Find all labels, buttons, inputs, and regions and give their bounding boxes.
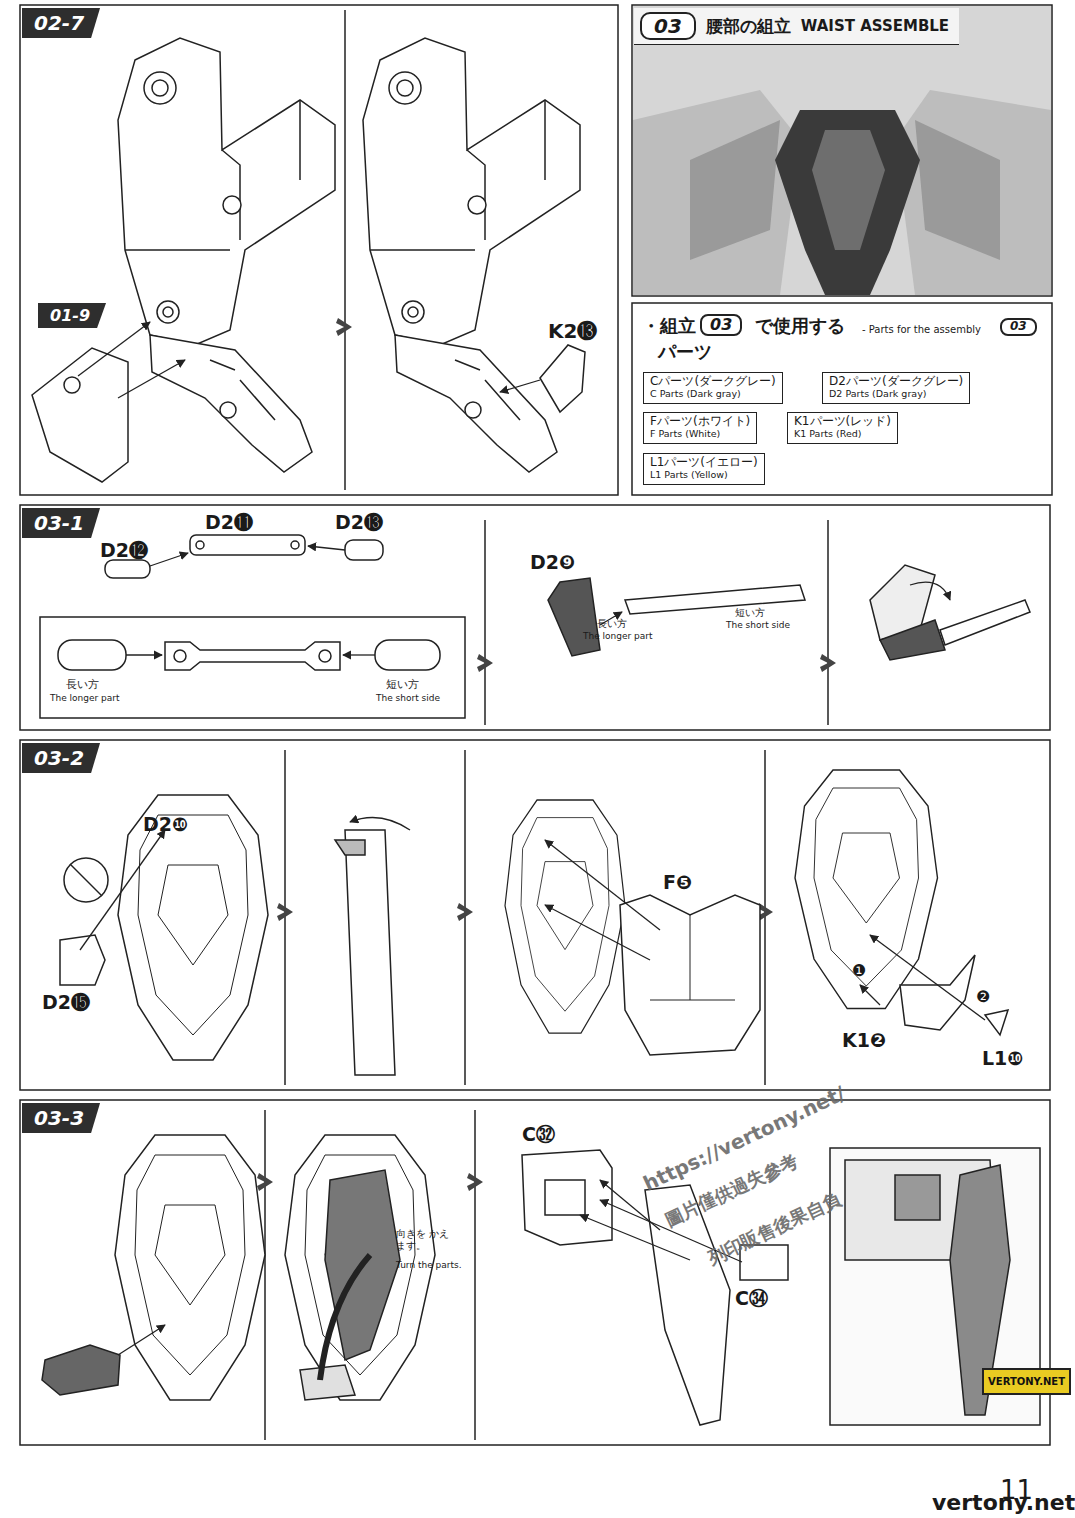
part-label: - Parts for the assembly xyxy=(862,324,981,336)
node-text: VERTONY.NET xyxy=(988,1376,1065,1387)
part-label: D2⓬ xyxy=(100,540,148,562)
node-text: WAIST ASSEMBLE xyxy=(801,17,949,35)
node-text: L1 Parts (Yellow) xyxy=(650,470,758,481)
part-label: パーツ xyxy=(658,342,712,363)
part-label: Turn the parts. xyxy=(396,1260,462,1270)
part-label: The short side xyxy=(376,693,440,703)
part-label: vertony.net xyxy=(932,1490,1075,1515)
parts-box: Cパーツ(ダークグレー)C Parts (Dark gray) xyxy=(643,372,783,404)
part-label: D2❿ xyxy=(143,814,188,836)
part-label: The longer part xyxy=(50,693,120,703)
node-text: D2 Parts (Dark gray) xyxy=(829,389,963,400)
part-label: 短い方 xyxy=(735,607,765,619)
badge: VERTONY.NET xyxy=(982,1368,1071,1395)
node-text: 腰部の組立 xyxy=(706,15,791,38)
part-label: 長い方 xyxy=(597,618,627,630)
step-tag: 03-3 xyxy=(22,1103,100,1133)
node-text: K1 Parts (Red) xyxy=(794,429,891,440)
node-text: Cパーツ(ダークグレー) xyxy=(650,375,776,389)
node-text: L1パーツ(イエロー) xyxy=(650,456,758,470)
node-text: 03 xyxy=(640,12,696,40)
part-label: 長い方 xyxy=(66,679,99,692)
parts-box: D2パーツ(ダークグレー)D2 Parts (Dark gray) xyxy=(822,372,970,404)
node-text: Fパーツ(ホワイト) xyxy=(650,415,750,429)
parts-box: K1パーツ(レッド)K1 Parts (Red) xyxy=(787,412,898,444)
section-header: 03 腰部の組立 WAIST ASSEMBLE xyxy=(634,8,959,45)
part-label: F❺ xyxy=(663,872,692,894)
part-label: ・組立 xyxy=(642,316,696,337)
part-label: ❷ xyxy=(976,988,990,1006)
step-tag: 01-9 xyxy=(38,303,106,328)
part-label: D2⓭ xyxy=(335,512,383,534)
part-label: L1❿ xyxy=(982,1048,1023,1070)
part-label: 短い方 xyxy=(386,679,419,692)
parts-box: L1パーツ(イエロー)L1 Parts (Yellow) xyxy=(643,453,765,485)
part-label: D2⓯ xyxy=(42,992,90,1014)
part-label: K1❷ xyxy=(842,1030,886,1052)
part-label: The short side xyxy=(726,620,790,630)
node-text: 01-9 xyxy=(50,306,90,325)
node-text: 03-1 xyxy=(34,511,84,535)
node-text: C Parts (Dark gray) xyxy=(650,389,776,400)
part-label: D2⓫ xyxy=(205,512,253,534)
part-label: D2❾ xyxy=(530,552,575,574)
parts-box: Fパーツ(ホワイト)F Parts (White) xyxy=(643,412,757,444)
assembly-tag: 03 xyxy=(1000,318,1037,336)
step-tag: 02-7 xyxy=(22,8,100,38)
node-text: K1パーツ(レッド) xyxy=(794,415,891,429)
step-tag: 03-2 xyxy=(22,743,100,773)
part-label: で使用する xyxy=(755,316,845,337)
part-label: C㉞ xyxy=(735,1288,768,1310)
step-tag: 03-1 xyxy=(22,508,100,538)
assembly-tag: 03 xyxy=(700,314,742,336)
node-text: F Parts (White) xyxy=(650,429,750,440)
node-text: D2パーツ(ダークグレー) xyxy=(829,375,963,389)
part-label: ❶ xyxy=(852,962,866,980)
node-text: 03-3 xyxy=(34,1106,84,1130)
node-text: 03-2 xyxy=(34,746,84,770)
part-label: The longer part xyxy=(583,631,653,641)
part-label: C㉜ xyxy=(522,1124,555,1146)
part-label: K2⓭ xyxy=(548,320,597,343)
part-label: 向きを かえます。 xyxy=(396,1228,458,1251)
node-text: 02-7 xyxy=(34,11,84,35)
